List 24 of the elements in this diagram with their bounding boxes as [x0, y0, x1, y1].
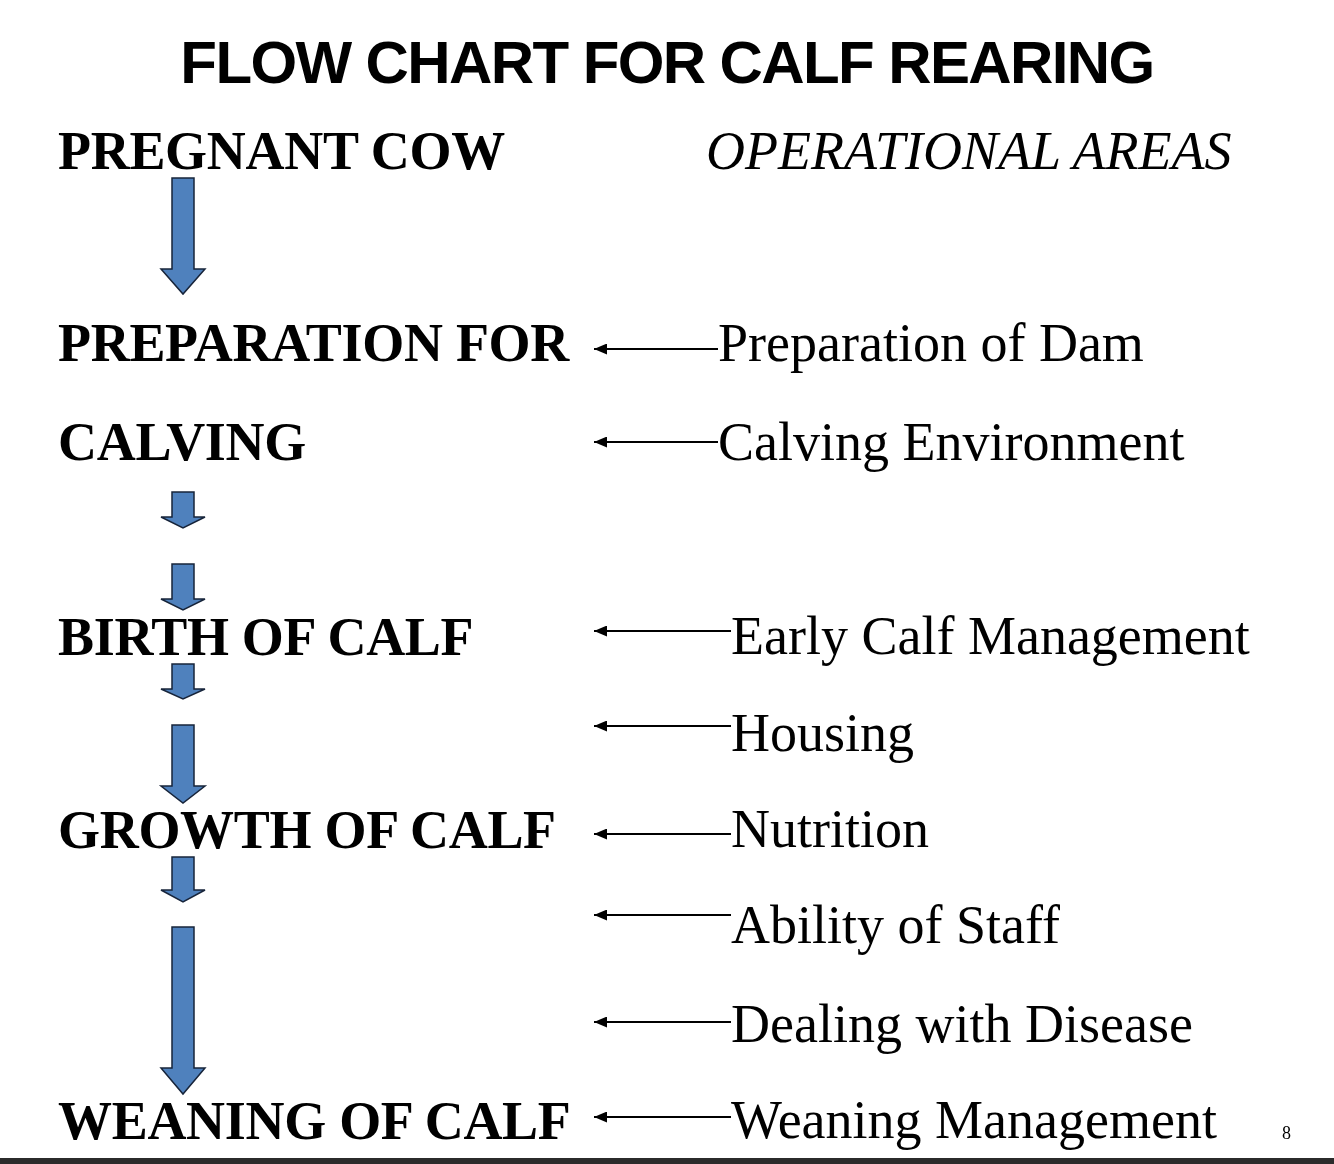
page-number: 8: [1282, 1124, 1291, 1142]
stage-label: PREPARATION FOR CALVING: [58, 294, 594, 492]
chart-title: FLOW CHART FOR CALF REARING: [180, 33, 1154, 93]
stage-label: PREGNANT COW: [58, 124, 505, 178]
arrow: [593, 436, 719, 448]
block-arrow: [159, 926, 207, 1096]
arrow: [593, 909, 732, 921]
stage-label: GROWTH OF CALF: [58, 803, 594, 857]
arrow: [593, 343, 719, 355]
operational-area-label: Nutrition: [731, 802, 929, 856]
block-arrow: [160, 563, 206, 611]
arrow: [593, 1111, 732, 1123]
arrow: [593, 1016, 732, 1028]
block-arrow: [158, 724, 208, 804]
arrow: [593, 720, 732, 732]
block-arrow: [160, 856, 206, 903]
block-arrow: [160, 663, 206, 700]
stage-label: WEANING OF CALF: [58, 1094, 594, 1148]
stage-label: BIRTH OF CALF: [58, 610, 474, 664]
arrow: [593, 625, 732, 637]
column-heading: OPERATIONAL AREAS: [706, 124, 1232, 178]
block-arrow: [160, 491, 206, 529]
arrow: [593, 828, 732, 840]
block-arrow: [159, 177, 207, 296]
